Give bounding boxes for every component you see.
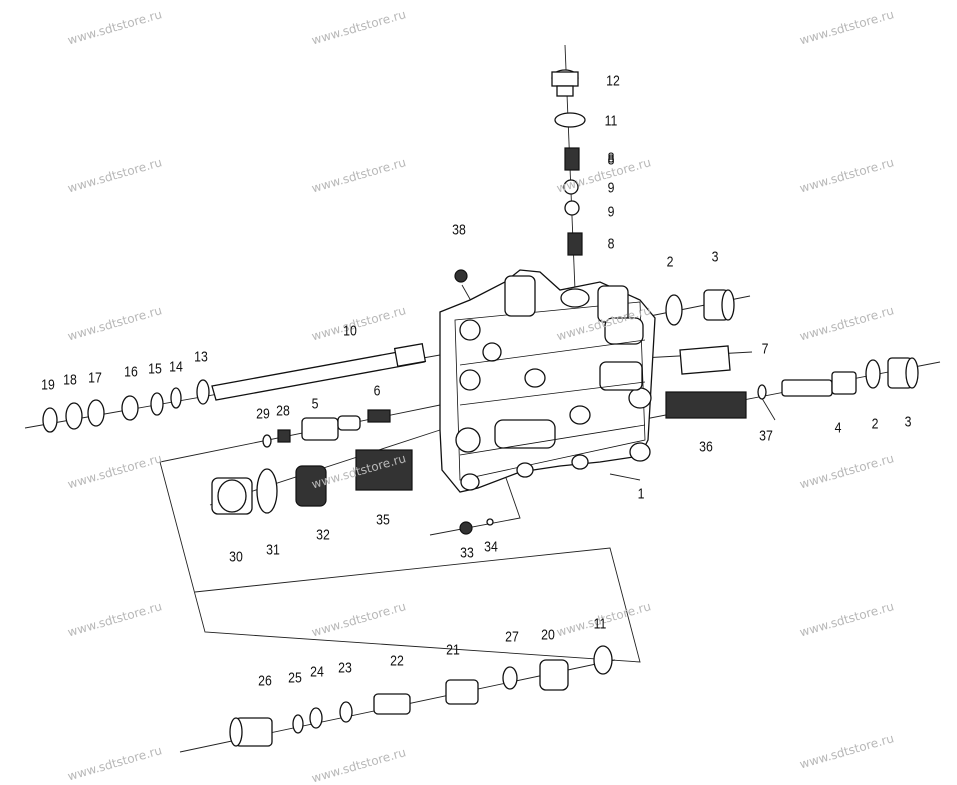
callout-label: 5 — [311, 395, 319, 413]
callout-label: 17 — [88, 369, 102, 387]
callout-label: 4 — [834, 419, 842, 437]
callout-label: 23 — [338, 659, 352, 677]
top-stack-parts — [454, 69, 586, 283]
right-lower-parts — [665, 357, 919, 419]
callout-label: 3 — [904, 413, 912, 431]
callout-label: 20 — [541, 626, 555, 644]
callout-label: 26 — [258, 672, 272, 690]
callout-label: 9 — [607, 179, 615, 197]
valve-body — [439, 269, 656, 493]
callout-label: 31 — [266, 541, 280, 559]
callout-label: 8 — [607, 235, 615, 253]
callout-label: 1 — [637, 485, 645, 503]
callout-label: 30 — [229, 548, 243, 566]
callout-label: 21 — [446, 641, 460, 659]
right-upper-parts — [665, 289, 735, 375]
parts-diagram: www.sdtstore.ru www.sdtstore.ru www.sdts… — [24, 7, 941, 785]
callout-label: 8 — [607, 149, 615, 167]
callout-label: 38 — [452, 221, 466, 239]
callout-label: 27 — [505, 628, 519, 646]
callout-label: 16 — [124, 363, 138, 381]
callout-label: 24 — [310, 663, 324, 681]
callout-label: 10 — [343, 322, 357, 340]
callout-label: 33 — [460, 544, 474, 562]
exploded-view-drawing — [24, 44, 941, 753]
callout-label: 8 — [607, 151, 615, 169]
callout-label: 36 — [699, 438, 713, 456]
callout-label: 37 — [759, 427, 773, 445]
lower-left-parts — [211, 449, 494, 535]
callout-label: 7 — [761, 340, 769, 358]
callout-label: 28 — [276, 402, 290, 420]
callout-label: 3 — [711, 248, 719, 266]
callout-label: 2 — [666, 253, 674, 271]
callout-label: 13 — [194, 348, 208, 366]
left-shaft-parts — [42, 342, 427, 433]
callout-label: 35 — [376, 511, 390, 529]
callout-label: 12 — [606, 72, 620, 90]
callout-label: 15 — [148, 360, 162, 378]
callout-label: 25 — [288, 669, 302, 687]
callout-label: 22 — [390, 652, 404, 670]
callout-label: 11 — [604, 112, 618, 130]
callout-label: 29 — [256, 405, 270, 423]
callout-label: 19 — [41, 376, 55, 394]
middle-left-parts — [262, 409, 391, 448]
callout-label: 32 — [316, 526, 330, 544]
callout-label: 9 — [607, 203, 615, 221]
bottom-row-parts — [229, 645, 613, 747]
callout-label: 34 — [484, 538, 498, 556]
callout-label: 14 — [169, 358, 183, 376]
callout-label: 11 — [593, 615, 607, 633]
callout-label: 6 — [373, 382, 381, 400]
callout-label: 2 — [871, 415, 879, 433]
callout-label: 18 — [63, 371, 77, 389]
